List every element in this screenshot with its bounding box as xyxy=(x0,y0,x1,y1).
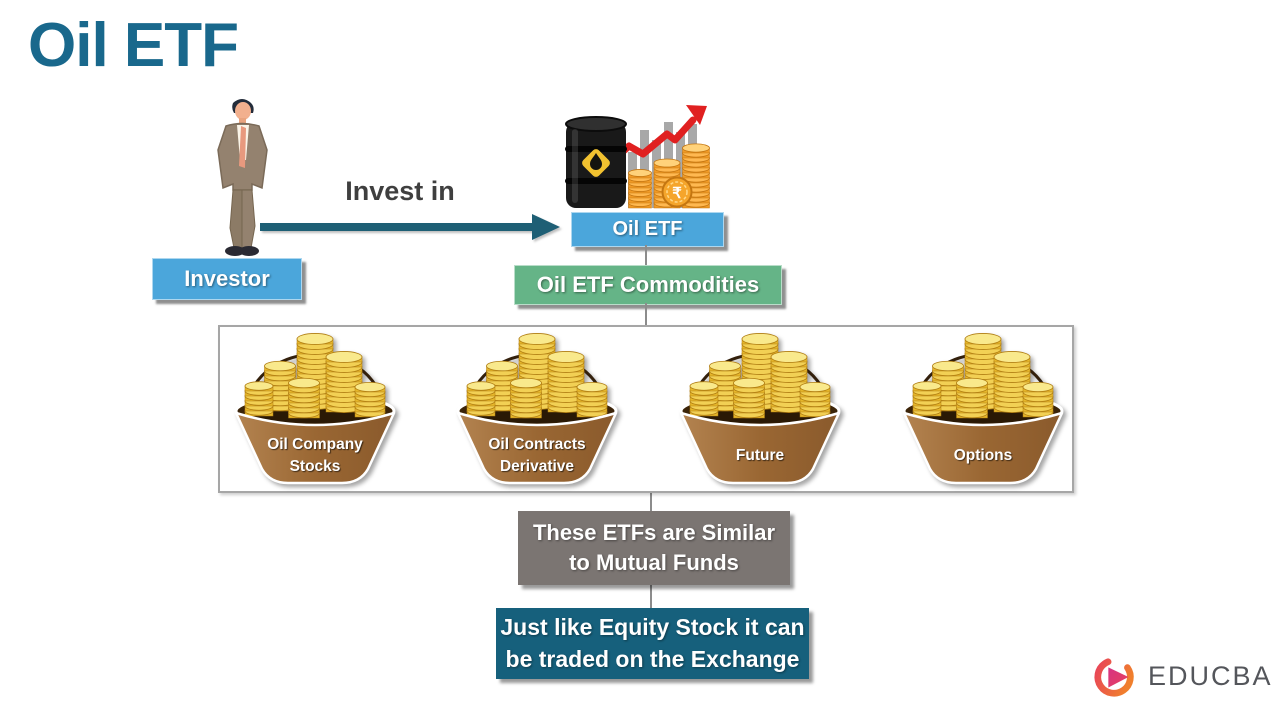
basket-options: Options xyxy=(898,331,1068,489)
invest-in-label: Invest in xyxy=(345,176,455,206)
note-line1: Just like Equity Stock it can xyxy=(500,614,805,641)
investor-label: Investor xyxy=(152,258,302,300)
note-line2: to Mutual Funds xyxy=(569,550,739,575)
commodities-label-text: Oil ETF Commodities xyxy=(536,272,760,297)
educba-logo-icon xyxy=(1094,657,1134,697)
oil-barrel-chart-icon: ₹ xyxy=(565,105,710,209)
basket-label: Future xyxy=(691,431,829,481)
basket-future: Future xyxy=(675,331,845,489)
basket-label-line2: Derivative xyxy=(499,458,575,475)
basket-label: Oil Company Stocks xyxy=(246,431,384,481)
investor-person-icon xyxy=(217,99,268,256)
note-similar-to-mutual-funds: These ETFs are Similar to Mutual Funds xyxy=(518,511,790,585)
basket-label: Options xyxy=(914,431,1052,481)
basket-oil-company-stocks: Oil Company Stocks xyxy=(230,331,400,489)
educba-logo-text: EDUCBA xyxy=(1148,660,1273,691)
basket-label-line1: Future xyxy=(735,446,785,464)
note-line1: These ETFs are Similar xyxy=(532,520,776,546)
oil-etf-label: Oil ETF xyxy=(571,212,724,247)
basket-label-line1: Oil Contracts xyxy=(488,435,586,453)
basket-label: Oil Contracts Derivative xyxy=(468,431,606,481)
basket-oil-contracts-derivative: Oil Contracts Derivative xyxy=(452,331,622,489)
rupee-coin-icon: ₹ xyxy=(661,176,693,208)
basket-label-line1: Oil Company xyxy=(267,435,363,453)
investor-label-text: Investor xyxy=(184,266,270,291)
svg-text:₹: ₹ xyxy=(672,185,682,202)
connector-line xyxy=(650,585,652,608)
basket-label-line1: Options xyxy=(953,446,1013,464)
note-line2: be traded on the Exchange xyxy=(505,645,800,672)
connector-line xyxy=(650,489,652,511)
commodity-types-panel: Oil Company Stocks Oil Contracts Derivat… xyxy=(218,325,1074,493)
connector-line xyxy=(645,245,647,265)
educba-logo: EDUCBA xyxy=(1093,648,1273,704)
connector-line xyxy=(645,303,647,325)
invest-arrow-icon xyxy=(260,214,560,240)
note-traded-on-exchange: Just like Equity Stock it can be traded … xyxy=(496,608,809,679)
basket-label-line2: Stocks xyxy=(289,458,341,475)
oil-etf-commodities-label: Oil ETF Commodities xyxy=(514,265,782,305)
oil-drum-icon xyxy=(565,116,627,208)
oil-etf-label-text: Oil ETF xyxy=(612,218,683,240)
page-title: Oil ETF xyxy=(28,11,239,80)
